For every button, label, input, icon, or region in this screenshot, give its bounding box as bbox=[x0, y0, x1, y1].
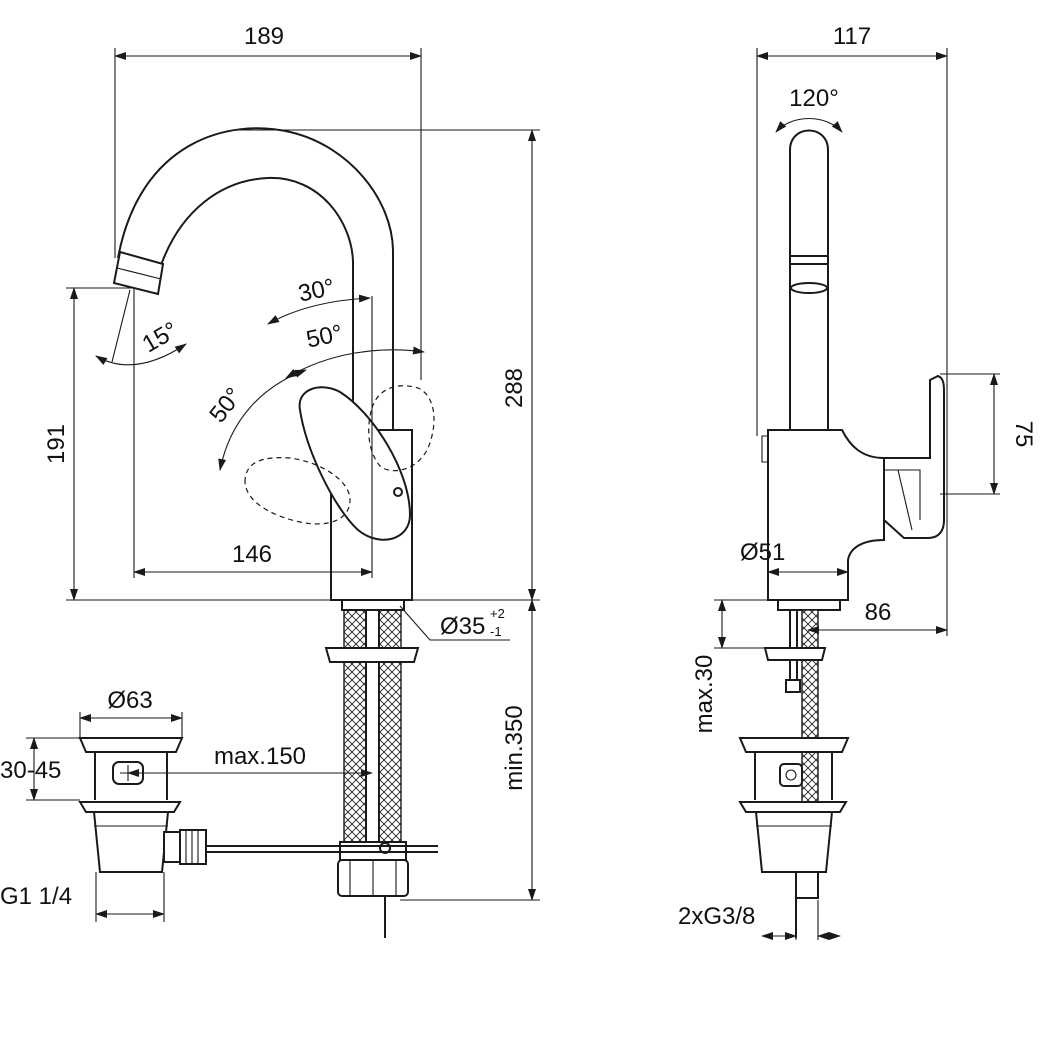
dim-max-30: max.30 bbox=[691, 655, 718, 734]
dim-50-deg-right: 50° bbox=[304, 320, 345, 354]
dim-117: 117 bbox=[833, 23, 871, 50]
dim-50-deg-left: 50° bbox=[204, 383, 248, 428]
side-spout bbox=[789, 129, 829, 430]
dim-g1-1-4: G1 1/4 bbox=[0, 883, 72, 910]
dim-75: 75 bbox=[1010, 421, 1037, 448]
side-body bbox=[767, 429, 885, 601]
front-hose-right bbox=[378, 603, 402, 845]
side-view bbox=[738, 129, 945, 938]
front-spout bbox=[117, 127, 394, 430]
dimension-labels: 189 117 120° 30° 50° 50° 15° 288 191 146… bbox=[0, 23, 1037, 930]
dim-191: 191 bbox=[43, 424, 70, 464]
dim-51-diameter: Ø51 bbox=[740, 539, 785, 566]
dim-189: 189 bbox=[244, 23, 284, 50]
front-mounting-plate bbox=[324, 647, 420, 663]
dim-35-tol-minus: -1 bbox=[490, 624, 502, 639]
front-hose-left bbox=[343, 603, 367, 845]
dim-30-45: 30-45 bbox=[0, 757, 61, 784]
dim-35-diameter: Ø35 bbox=[440, 613, 485, 640]
dim-min-350: min.350 bbox=[501, 705, 528, 790]
dim-15-deg: 15° bbox=[138, 317, 183, 359]
dimension-lines bbox=[26, 48, 1000, 940]
front-waste-rod bbox=[206, 845, 438, 853]
dim-35-tol-plus: +2 bbox=[490, 606, 505, 621]
front-lever bbox=[298, 386, 412, 541]
side-handle bbox=[883, 374, 945, 539]
dim-max-150: max.150 bbox=[214, 743, 306, 770]
dim-63-diameter: Ø63 bbox=[107, 687, 152, 714]
dim-2x-g3-8: 2xG3/8 bbox=[678, 903, 755, 930]
waste-front bbox=[78, 737, 207, 873]
dim-86: 86 bbox=[865, 599, 892, 626]
front-view bbox=[112, 127, 438, 938]
dim-288: 288 bbox=[501, 368, 528, 408]
dim-120-deg: 120° bbox=[789, 85, 839, 112]
dim-146: 146 bbox=[232, 541, 272, 568]
